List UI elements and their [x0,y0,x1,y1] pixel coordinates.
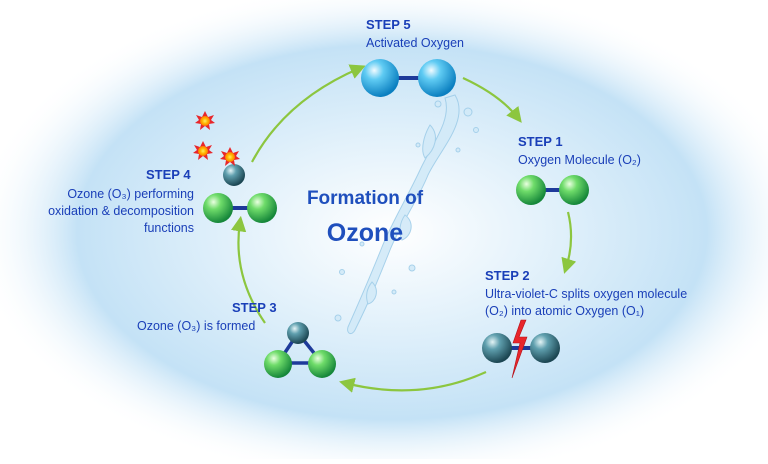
step3-description: Ozone (O₃) is formed [137,319,256,333]
blue-oxygen-atom [361,59,399,97]
diagram-title: Formation of Ozone [290,182,440,250]
arrow-step4-to-step5 [251,64,366,163]
water-splash [334,94,479,335]
step1-label: STEP 1 [518,134,563,149]
dark-oxygen-atom [482,333,512,363]
sun-burst-icon [193,141,213,160]
step2-split-oxygen [482,319,560,379]
step4-description-line-3: functions [143,221,194,235]
sun-burst-icon [220,147,240,166]
dark-oxygen-atom [223,164,245,186]
green-oxygen-atom [203,193,233,223]
title-line-1: Formation of [306,188,424,209]
step5-description: Activated Oxygen [366,36,464,50]
green-oxygen-atom [247,193,277,223]
step1-oxygen-molecule [516,175,589,205]
lightning-bolt-icon [511,319,528,379]
blue-oxygen-atom [418,59,456,97]
arrow-step2-to-step3 [339,370,487,393]
dark-oxygen-atom [287,322,309,344]
step4-ozone-oxidation-molecule [203,164,277,223]
green-oxygen-atom [559,175,589,205]
green-oxygen-atom [516,175,546,205]
dark-oxygen-atom [530,333,560,363]
step4-description-line-2: oxidation & decomposition [48,204,194,218]
sun-burst-icon [195,111,215,130]
arrow-step1-to-step2 [561,211,577,274]
arrow-step5-to-step1 [462,77,522,123]
step5-label: STEP 5 [366,17,411,32]
step5-activated-oxygen-molecule [361,59,456,97]
step2-description-line-1: Ultra-violet-C splits oxygen molecule [485,287,688,301]
step2-description-line-2: (O₂) into atomic Oxygen (O₁) [485,304,645,318]
step4-label: STEP 4 [146,167,191,182]
green-oxygen-atom [308,350,336,378]
title-line-2: Ozone [326,219,404,247]
sun-burst-icons [193,111,240,166]
step2-label: STEP 2 [485,268,530,283]
step4-description-line-1: Ozone (O₃) performing [67,187,194,201]
step3-label: STEP 3 [232,300,277,315]
green-oxygen-atom [264,350,292,378]
step1-description: Oxygen Molecule (O₂) [518,153,641,167]
cycle-arrows [231,64,577,393]
arrow-step3-to-step4 [231,215,266,324]
step3-ozone-molecule [264,322,336,378]
